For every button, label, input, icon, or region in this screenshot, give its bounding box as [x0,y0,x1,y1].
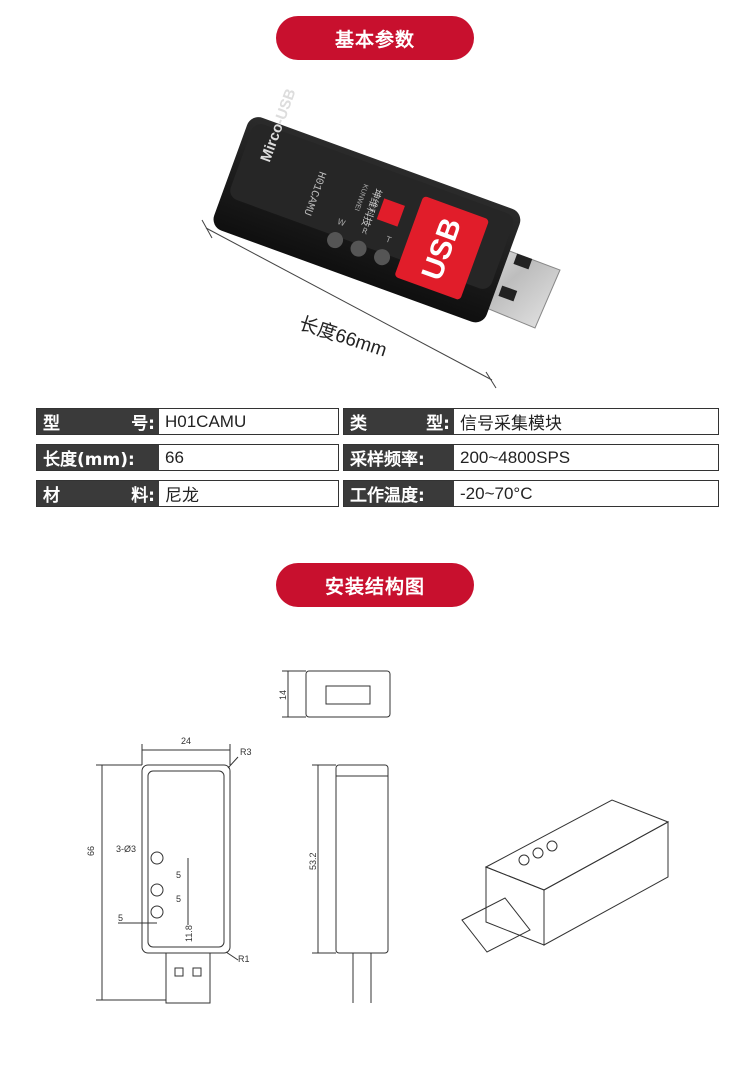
dim-height-top: 14 [278,690,288,700]
spec-cell-sampling: 采样频率: 200~4800SPS [343,444,719,471]
led-label-w: W [336,217,347,228]
spec-key: 采样频率: [350,450,425,470]
led-label-t: T [384,234,393,245]
spec-value: H01CAMU [165,411,247,431]
spec-value: -20~70°C [460,483,533,503]
dim-length: 66 [86,846,96,856]
installation-drawing: 24 R3 66 3-Ø3 5 5 5 11.8 R1 14 53.2 [86,670,670,1004]
spec-value: 200~4800SPS [460,447,571,467]
dim-width: 24 [181,736,191,746]
spec-cell-length: 长度(mm): 66 [36,444,339,471]
product-photo: USB Mirco-USB H01CAMU 坤维科技 KUNWEI W R T [201,86,561,389]
spec-key: 料: [131,486,155,506]
dim-pitch2: 5 [176,894,181,904]
spec-key: 工作温度: [350,486,425,506]
spec-cell-type: 类 型: 信号采集模块 [343,408,719,435]
spec-value: 信号采集模块 [460,414,562,433]
spec-key: 材 [43,486,60,506]
spec-row: 长度(mm): 66 采样频率: 200~4800SPS [36,444,719,471]
spec-key: 类 [350,414,367,434]
section-title-structure: 安装结构图 [276,563,474,607]
spec-key: 型 [43,414,60,434]
spec-key: 型: [426,414,450,434]
dim-radius-bottom: R1 [238,954,250,964]
spec-key: 长度(mm): [43,450,135,470]
led-label-r: R [361,226,370,237]
dim-offset: 5 [118,913,123,923]
brand-logo-icon [376,198,405,227]
dim-pitch1: 5 [176,870,181,880]
spec-value: 尼龙 [165,486,199,505]
spec-row: 材 料: 尼龙 工作温度: -20~70°C [36,480,719,507]
dim-holes: 3-Ø3 [116,844,136,854]
spec-value: 66 [165,447,184,467]
spec-table: 型 号: H01CAMU 类 型: 信号采集模块 长度(mm): 66 采样频率: … [36,408,719,516]
spec-cell-model: 型 号: H01CAMU [36,408,339,435]
spec-key: 号: [131,414,155,434]
spec-cell-material: 材 料: 尼龙 [36,480,339,507]
section-title-params: 基本参数 [276,16,474,60]
spec-row: 型 号: H01CAMU 类 型: 信号采集模块 [36,408,719,435]
dim-radius-top: R3 [240,747,252,757]
spec-cell-temperature: 工作温度: -20~70°C [343,480,719,507]
dim-side-length: 53.2 [308,852,318,870]
dim-bottom: 11.8 [184,925,194,942]
